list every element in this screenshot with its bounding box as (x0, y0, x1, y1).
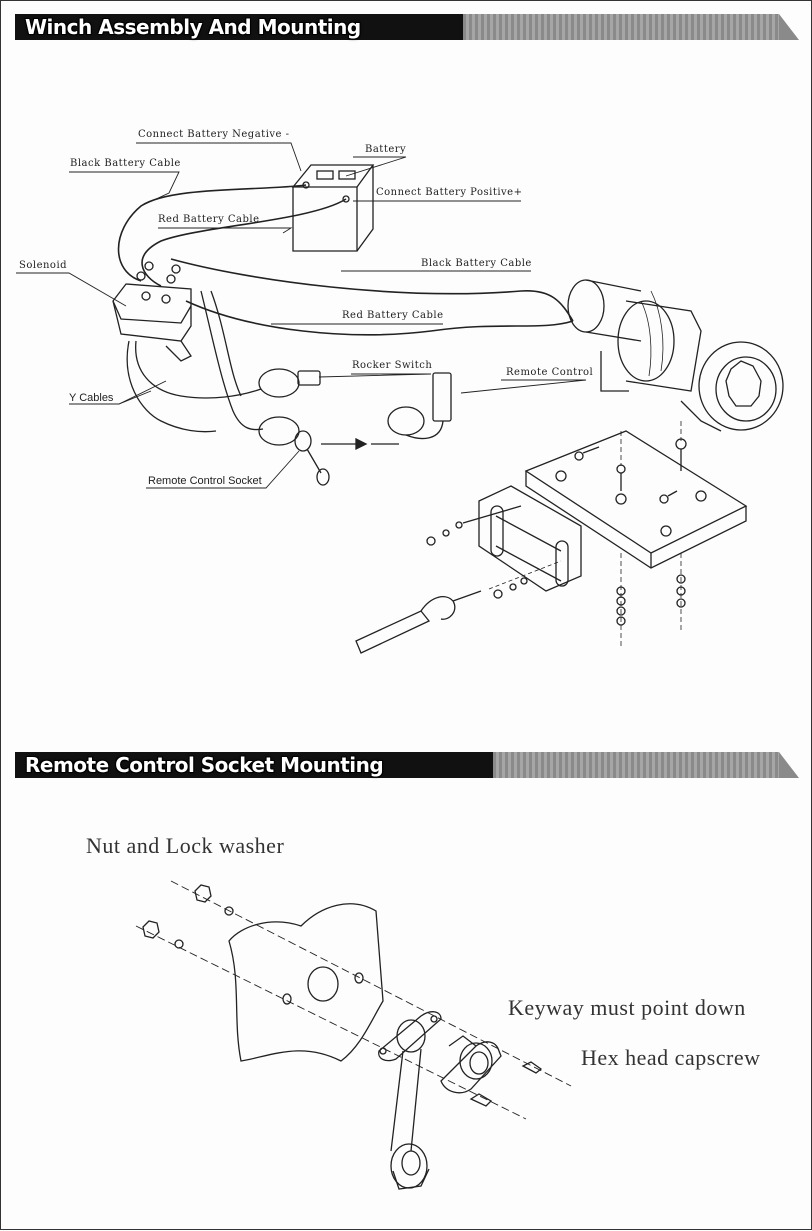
label-connect-battery-positive: Connect Battery Positive+ (376, 187, 523, 198)
label-remote-control: Remote Control (506, 367, 594, 378)
winch-wiring-diagram (16, 142, 784, 654)
label-red-battery-cable-top: Red Battery Cable (158, 214, 260, 225)
section-title-socket: Remote Control Socket Mounting (25, 753, 384, 777)
remote-control-socket-shape (294, 430, 330, 486)
battery-shape (291, 164, 375, 252)
hook-strap-shape (355, 560, 562, 654)
label-rocker-switch: Rocker Switch (352, 360, 433, 371)
label-connect-battery-negative: Connect Battery Negative - (138, 129, 290, 140)
roller-fairlead-shape (478, 485, 582, 592)
label-keyway: Keyway must point down (508, 995, 746, 1020)
label-nut-lock-washer: Nut and Lock washer (86, 833, 285, 858)
bolts-and-washers (426, 421, 687, 646)
label-red-battery-cable-bottom: Red Battery Cable (342, 310, 444, 321)
winch-shape (567, 279, 784, 432)
section-title-winch: Winch Assembly And Mounting (25, 15, 361, 39)
label-remote-control-socket: Remote Control Socket (148, 475, 262, 487)
label-hex-capscrew: Hex head capscrew (581, 1045, 761, 1070)
leader-lines (16, 142, 587, 489)
mounting-plate-shape (524, 430, 748, 569)
solenoid-shape (112, 261, 192, 362)
label-black-battery-cable-right: Black Battery Cable (421, 258, 532, 269)
label-solenoid: Solenoid (19, 260, 68, 271)
label-black-battery-cable-top: Black Battery Cable (70, 158, 181, 169)
label-y-cables: Y Cables (69, 392, 114, 404)
section-banner-winch: Winch Assembly And Mounting (15, 14, 799, 40)
label-battery: Battery (365, 144, 407, 155)
section-banner-socket: Remote Control Socket Mounting (15, 752, 799, 778)
